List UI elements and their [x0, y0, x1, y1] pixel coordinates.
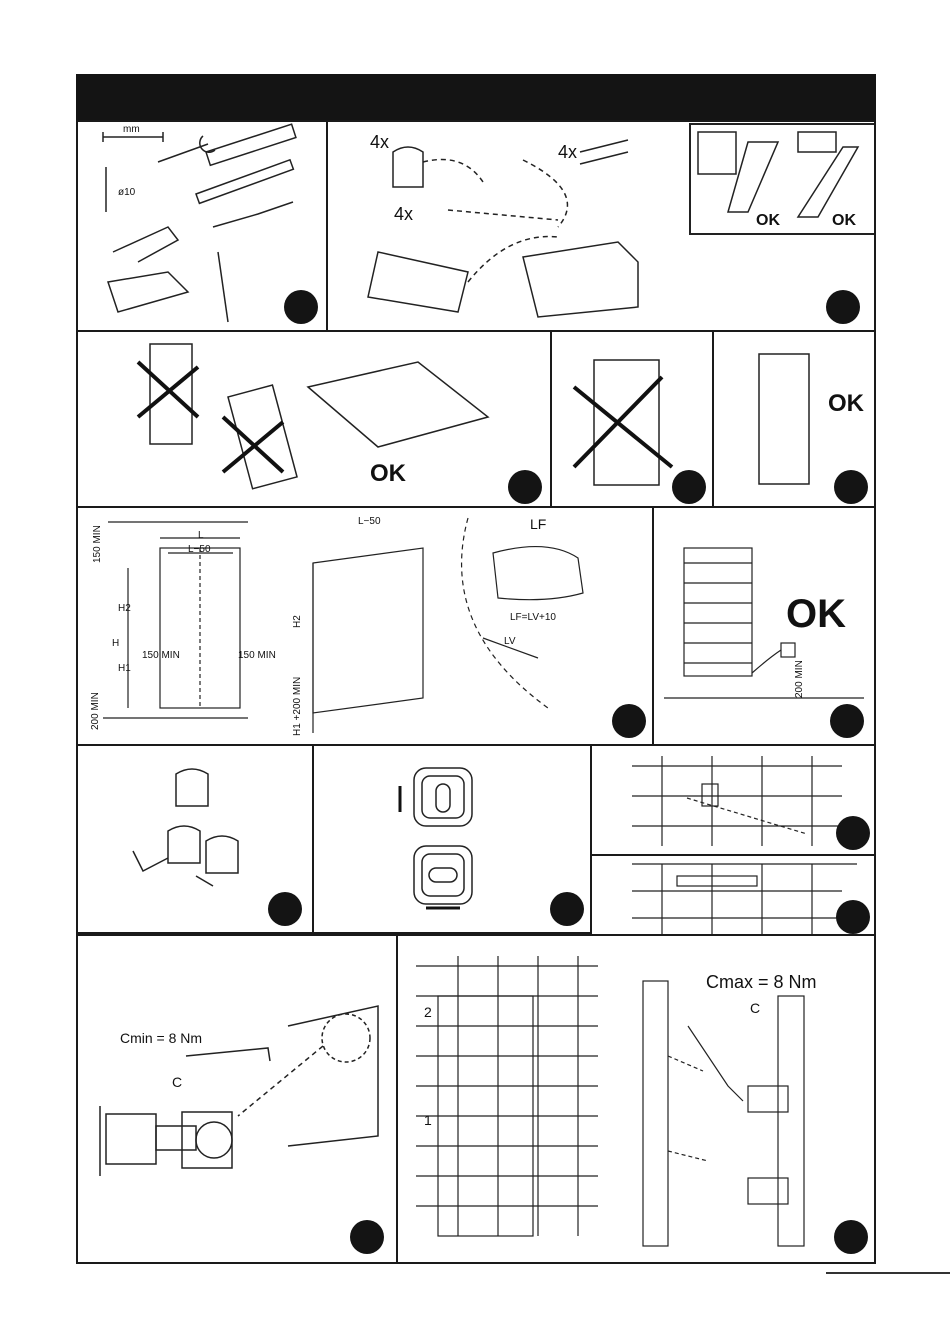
ok-label: OK	[370, 460, 406, 488]
torque-min-label: Cmin = 8 Nm	[120, 1030, 202, 1046]
panel-torque-max: 2 1 Cmax = 8 Nm C	[396, 934, 876, 1264]
dim-150-right: 150 MIN	[238, 650, 276, 661]
cardboard-box-icon	[523, 242, 638, 317]
ok-label-2: OK	[832, 212, 856, 230]
dim-150-mid: 150 MIN	[142, 650, 180, 661]
panel-correct: OK	[712, 330, 876, 508]
step-badge	[284, 290, 318, 324]
dimensions-illustration	[78, 508, 654, 746]
wall-fix-illustration	[592, 746, 876, 856]
step-badge	[834, 1220, 868, 1254]
dim-H: H	[112, 638, 119, 649]
step-badge	[836, 816, 870, 850]
formula-LF: LF=LV+10	[510, 612, 556, 623]
callout-1: 1	[424, 1112, 432, 1128]
torque-c-label: C	[750, 1000, 760, 1016]
torque-max-label: Cmax = 8 Nm	[706, 972, 817, 993]
step-badge	[268, 892, 302, 926]
panel-torque-min: Cmin = 8 Nm C	[76, 934, 398, 1264]
step-badge	[508, 470, 542, 504]
step-badge	[836, 900, 870, 934]
dim-L50-wall: L−50	[358, 516, 381, 527]
dim-H2-wall: H2	[292, 615, 303, 628]
dim-150-top: 150 MIN	[92, 525, 103, 563]
dim-LF: LF	[530, 516, 546, 532]
dim-200: 200 MIN	[90, 692, 101, 730]
dim-L50: L−50	[188, 544, 211, 555]
plug-qty: 4x	[558, 142, 577, 163]
panel-clip	[76, 744, 314, 934]
ok-label: OK	[828, 390, 864, 418]
cross-icon	[574, 377, 672, 467]
panel-slot	[312, 744, 592, 934]
panel-contents: 4x 4x 4x OK OK	[326, 120, 876, 332]
tape-measure-label: mm	[123, 124, 140, 135]
step-badge	[612, 704, 646, 738]
torque-wrench-icon	[218, 252, 228, 322]
screw-qty: 4x	[394, 204, 413, 225]
panel-dimensions: L L−50 150 MIN H H1 H2 150 MIN 150 MIN 2…	[76, 506, 654, 746]
footer-rule	[826, 1272, 950, 1274]
drill-bit-label: ø10	[118, 187, 135, 198]
dim-H1: H1	[118, 663, 131, 674]
dim-L: L	[198, 530, 204, 541]
panel-level	[590, 854, 876, 936]
dim-LV: LV	[504, 636, 516, 647]
panel-wrong	[550, 330, 714, 508]
dim-H2: H2	[118, 603, 131, 614]
dim-H1-200: H1 +200 MIN	[292, 677, 303, 736]
drill-icon	[108, 272, 188, 312]
level-icon	[206, 124, 296, 165]
header-bar	[76, 74, 876, 120]
step-badge	[834, 470, 868, 504]
cross-icon	[138, 362, 283, 472]
step-badge	[672, 470, 706, 504]
step-badge	[550, 892, 584, 926]
panel-wall-fix	[590, 744, 876, 856]
handling-illustration	[78, 332, 552, 508]
step-badge	[350, 1220, 384, 1254]
ok-label-1: OK	[756, 212, 780, 230]
wrench-icon	[158, 136, 215, 162]
dim-200: 200 MIN	[794, 660, 805, 698]
torque-min-illustration	[78, 936, 398, 1264]
torque-c-label: C	[172, 1074, 182, 1090]
step-badge	[826, 290, 860, 324]
panel-handling: OK	[76, 330, 552, 508]
screwdriver-icon	[213, 202, 293, 227]
callout-2: 2	[424, 1004, 432, 1020]
panel-socket: OK 200 MIN	[652, 506, 876, 746]
clip-qty: 4x	[370, 132, 389, 153]
ok-label: OK	[786, 592, 846, 637]
double-arrow-icon	[400, 786, 460, 908]
contents-illustration	[328, 122, 876, 332]
level-illustration	[592, 856, 876, 936]
panel-tools: mm ø10	[76, 120, 328, 332]
allen-key-icon	[113, 227, 178, 262]
step-badge	[830, 704, 864, 738]
